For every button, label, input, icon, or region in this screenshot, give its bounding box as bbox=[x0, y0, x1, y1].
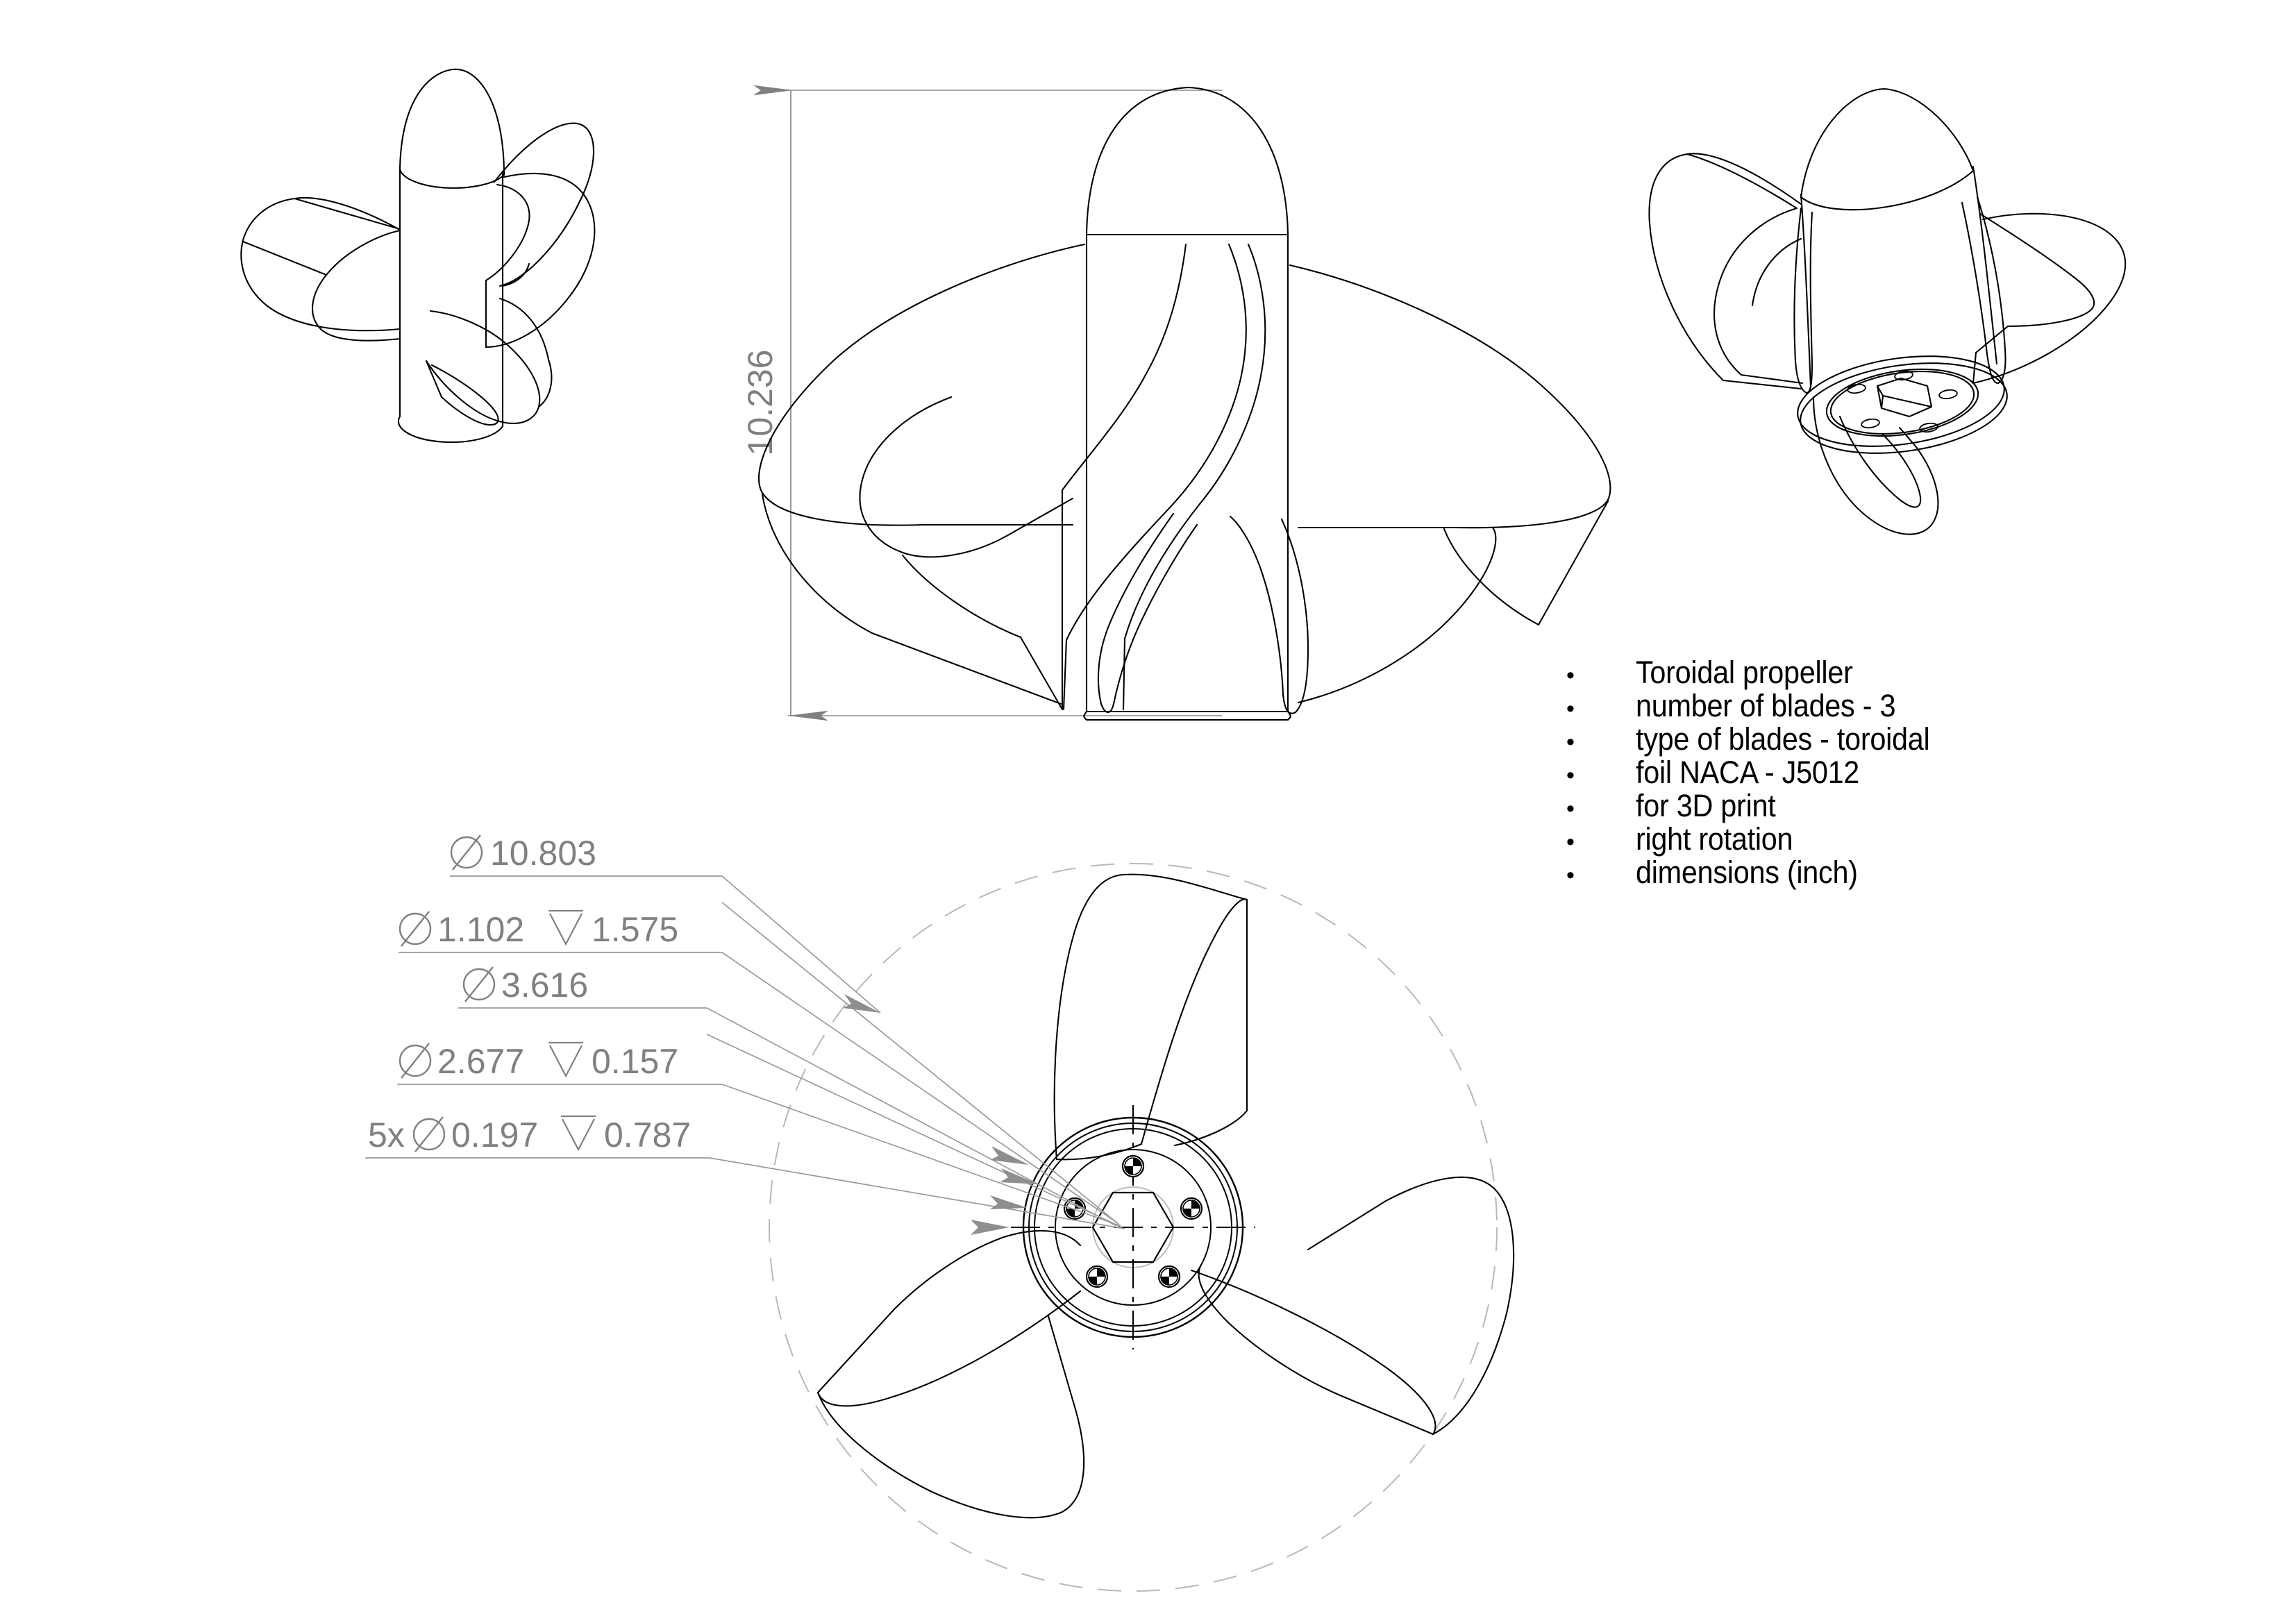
list-item: • right rotation bbox=[1562, 823, 2256, 856]
leader-1 bbox=[721, 875, 881, 1014]
notes-list: • Toroidal propeller • number of blades … bbox=[1562, 656, 2256, 889]
list-item: • number of blades - 3 bbox=[1562, 689, 2256, 723]
note-label: foil NACA - J5012 bbox=[1636, 755, 1860, 790]
leader-5 bbox=[709, 1157, 1125, 1229]
diameter-icon bbox=[450, 834, 483, 871]
note-label: type of blades - toroidal bbox=[1636, 721, 1930, 757]
isometric-view-right bbox=[1648, 87, 2127, 535]
bullet-icon: • bbox=[1566, 762, 1575, 789]
callout-bore-diameter: 1.102 1.575 bbox=[399, 909, 678, 949]
leader-2 bbox=[721, 952, 1118, 1224]
note-label: Toroidal propeller bbox=[1636, 655, 1853, 690]
plan-view bbox=[769, 863, 1515, 1592]
callout-hub-diameter: 3.616 bbox=[462, 966, 588, 1004]
callout-value-1: 10.803 bbox=[490, 834, 596, 873]
callout-counterbore: 2.677 0.157 bbox=[399, 1041, 678, 1081]
list-item: • foil NACA - J5012 bbox=[1562, 756, 2256, 789]
leader-aux-2 bbox=[706, 1034, 1123, 1228]
callout-depth-2: 1.575 bbox=[592, 910, 678, 949]
bullet-icon: • bbox=[1566, 662, 1575, 689]
centerlines bbox=[1011, 1105, 1255, 1349]
bullet-icon: • bbox=[1566, 696, 1575, 722]
height-dimension-value: 10.236 bbox=[741, 350, 780, 456]
bullet-icon: • bbox=[1566, 862, 1575, 889]
list-item: • dimensions (inch) bbox=[1562, 856, 2256, 889]
callout-tip-diameter: 10.803 bbox=[450, 834, 596, 873]
isometric-view-left bbox=[240, 68, 596, 444]
height-dimension: 10.236 bbox=[741, 85, 1222, 721]
bullet-icon: • bbox=[1566, 729, 1575, 755]
callout-value-5: 0.197 bbox=[451, 1116, 538, 1154]
bullet-icon: • bbox=[1566, 796, 1575, 822]
leader-arrowheads bbox=[843, 994, 1039, 1235]
front-elevation-view bbox=[757, 86, 1611, 721]
depth-icon bbox=[548, 1041, 583, 1078]
diameter-icon bbox=[399, 1043, 432, 1079]
callout-value-3: 3.616 bbox=[501, 966, 588, 1004]
note-label: dimensions (inch) bbox=[1636, 855, 1858, 890]
note-label: number of blades - 3 bbox=[1636, 688, 1896, 723]
list-item: • type of blades - toroidal bbox=[1562, 723, 2256, 756]
list-item: • for 3D print bbox=[1562, 789, 2256, 823]
leader-3 bbox=[706, 1007, 1117, 1227]
callout-depth-5: 0.787 bbox=[604, 1116, 691, 1154]
leader-4 bbox=[721, 1084, 1121, 1227]
note-label: for 3D print bbox=[1636, 788, 1776, 823]
tip-circle bbox=[769, 863, 1498, 1592]
list-item: • Toroidal propeller bbox=[1562, 656, 2256, 689]
dimension-callouts: 10.803 1.102 1.575 3.616 bbox=[368, 834, 691, 1154]
note-label: right rotation bbox=[1636, 821, 1793, 857]
diameter-icon bbox=[462, 966, 496, 1002]
diameter-icon bbox=[399, 911, 432, 947]
depth-icon bbox=[548, 909, 583, 946]
depth-icon bbox=[561, 1115, 596, 1152]
callout-depth-4: 0.157 bbox=[592, 1042, 678, 1081]
bullet-icon: • bbox=[1566, 829, 1575, 855]
diameter-icon bbox=[412, 1116, 446, 1152]
leader-aux-1 bbox=[721, 902, 1120, 1225]
callout-value-2: 1.102 bbox=[437, 910, 524, 949]
dimension-leaders bbox=[365, 875, 1125, 1229]
callout-bolt-holes: 5x 0.197 0.787 bbox=[368, 1115, 691, 1154]
callout-prefix-5: 5x bbox=[368, 1116, 405, 1154]
callout-value-4: 2.677 bbox=[437, 1042, 524, 1081]
